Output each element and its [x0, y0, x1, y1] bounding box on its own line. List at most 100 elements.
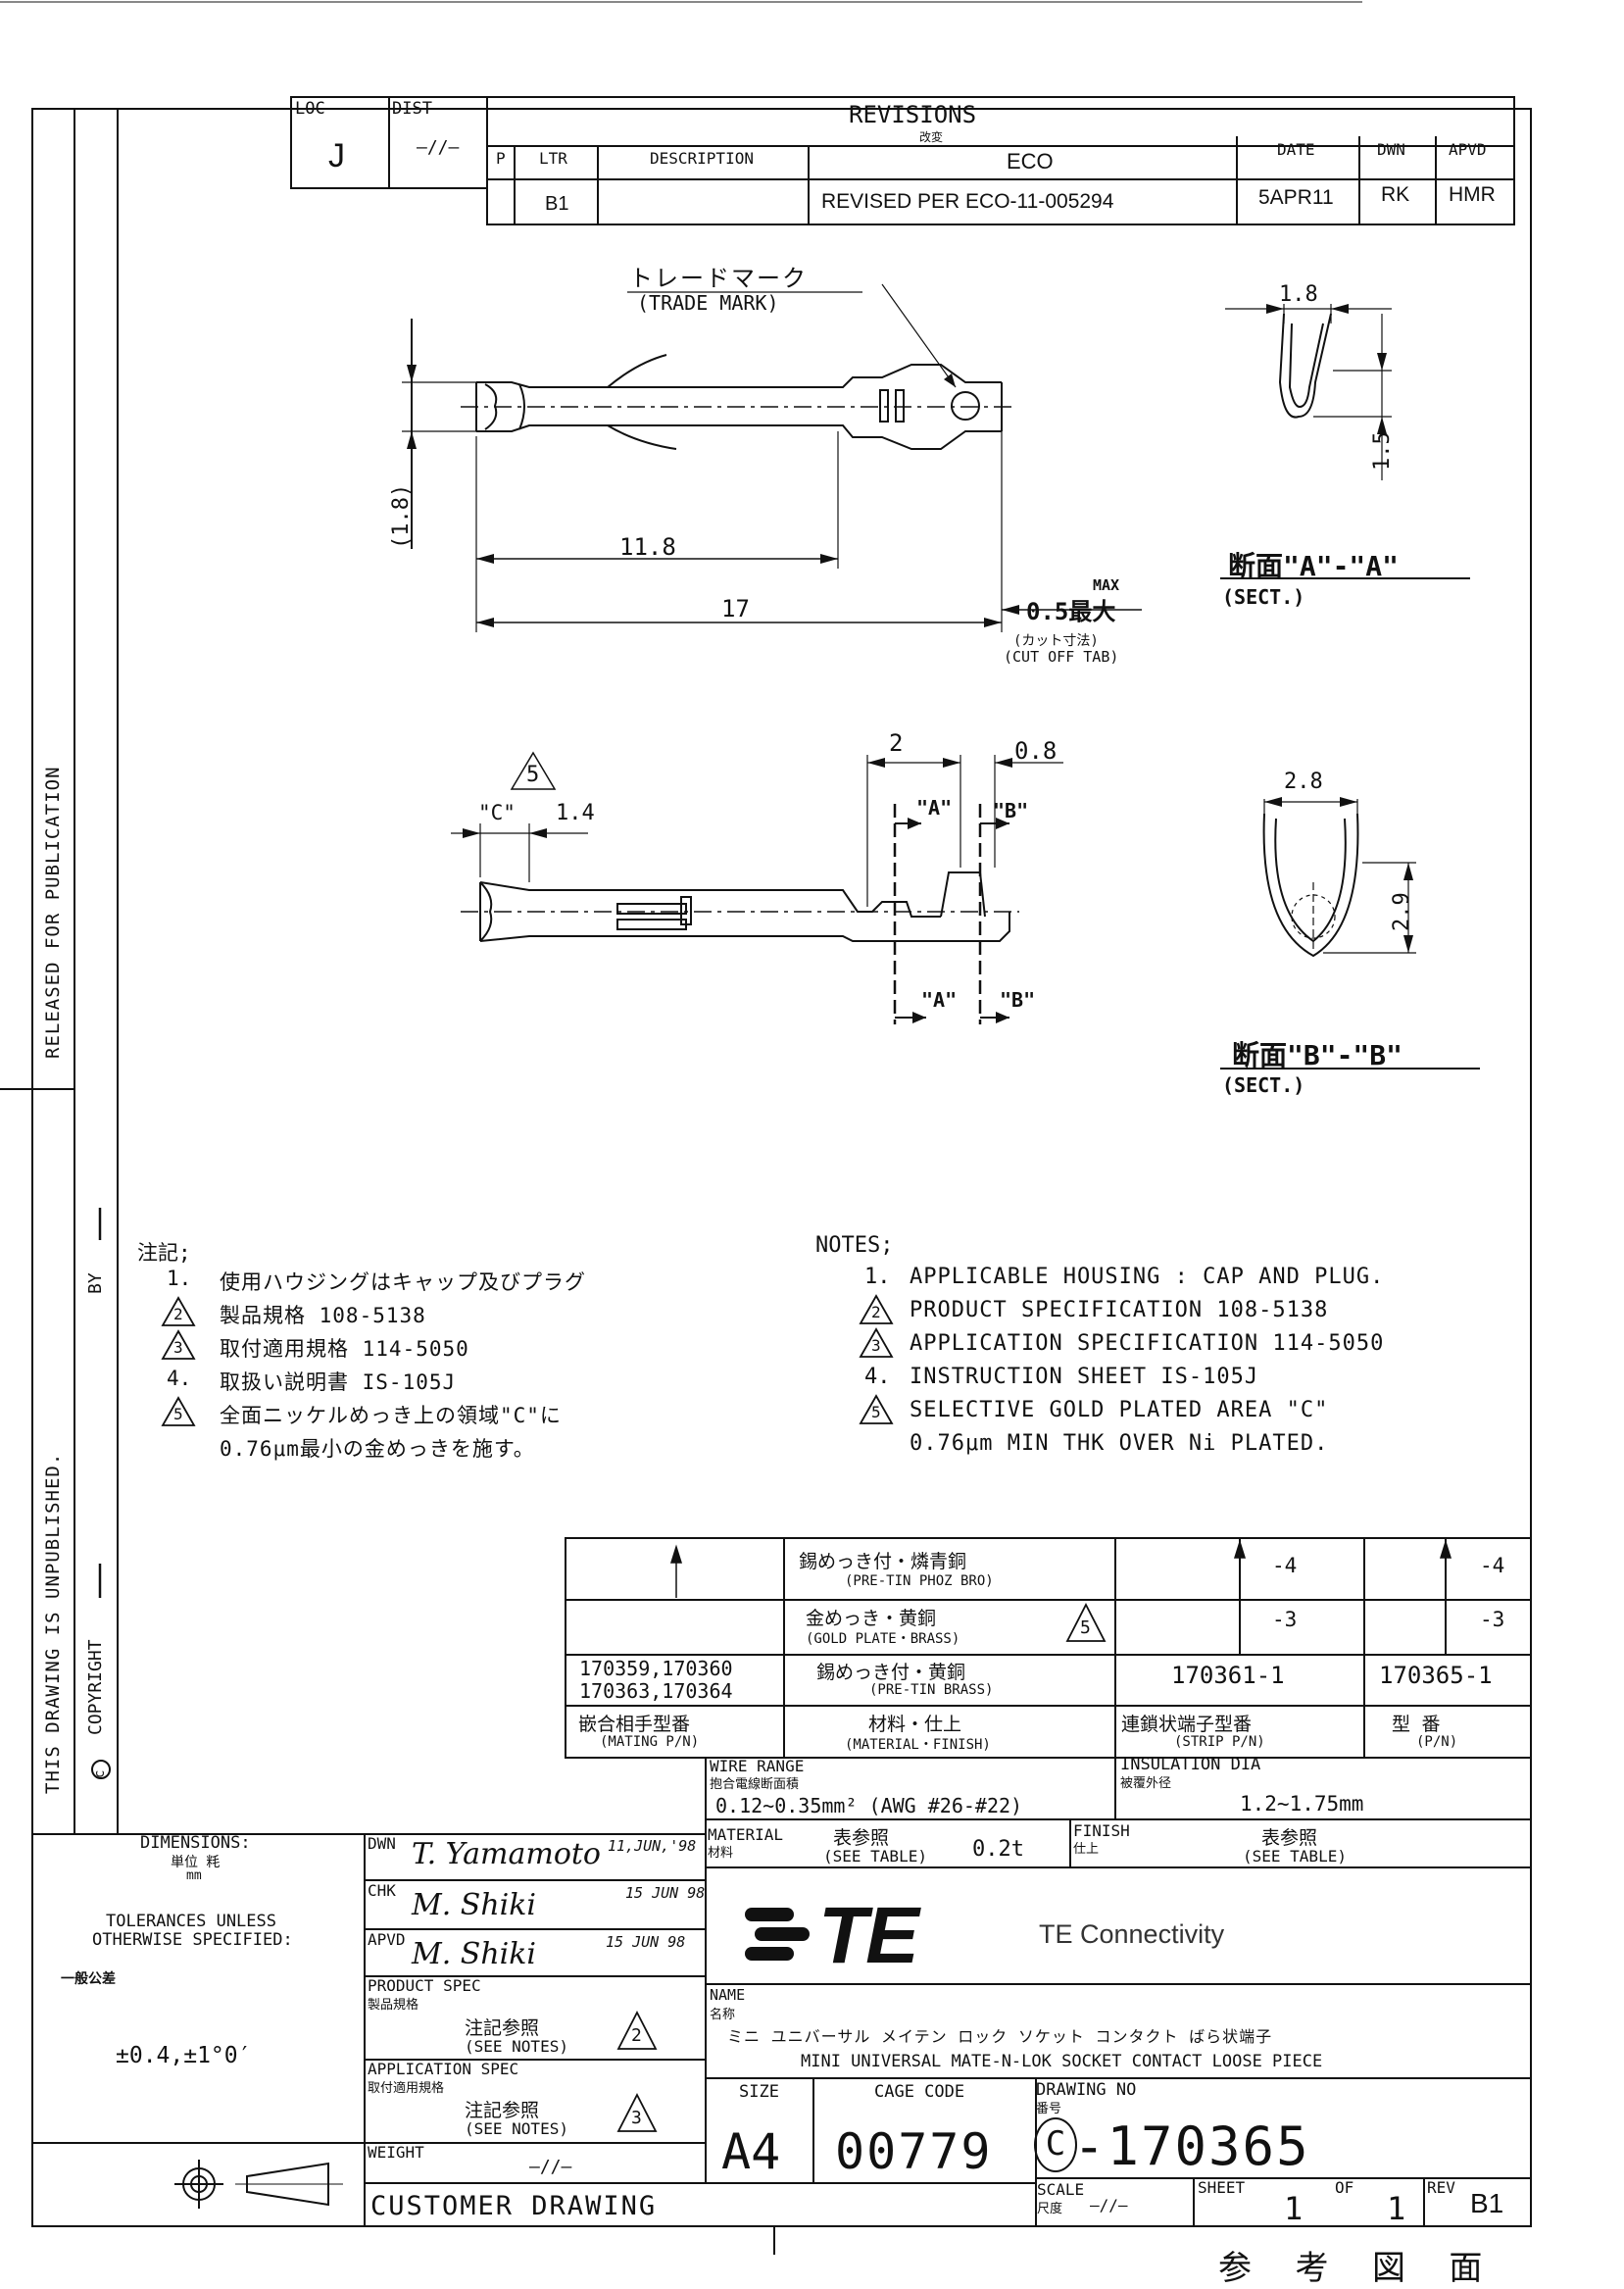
note-triangle-icon — [161, 1329, 196, 1360]
rev-value: B1 — [1470, 2188, 1504, 2218]
row3-mating-a: 170359,170360 — [579, 1657, 733, 1680]
contact-side-view — [461, 354, 1014, 450]
finish-value: (SEE TABLE) — [1243, 1847, 1347, 1866]
product-spec-triangle-label: 2 — [631, 2025, 642, 2046]
note-text: 製品規格 108-5138 — [220, 1304, 426, 1327]
application-see-notes: (SEE NOTES) — [465, 2119, 568, 2138]
weight-value: —//— — [529, 2157, 572, 2177]
row2-triangle-label: 5 — [1080, 1617, 1091, 1638]
hdr-pn-en: (P/N) — [1416, 1734, 1458, 1750]
product-spec-jp: 製品規格 — [368, 1998, 419, 2013]
col-eco: ECO — [1007, 149, 1054, 174]
unit: mm — [186, 1868, 202, 1883]
product-notes-ref-jp: 注記参照 — [465, 2017, 540, 2039]
note-triangle-icon — [859, 1294, 894, 1324]
note-number: 4. — [167, 1367, 192, 1390]
product-name-jp: ミニ ユニバーサル メイテン ロック ソケット コンタクト ばら状端子 — [727, 2027, 1273, 2046]
sheet-value: 1 — [1284, 2190, 1304, 2227]
col-ltr: LTR — [539, 149, 567, 168]
application-notes-ref-jp: 注記参照 — [465, 2100, 540, 2121]
sect-b-top-dim: 2.8 — [1284, 770, 1323, 794]
note-triangle-icon — [859, 1327, 894, 1358]
dim-11-8: 11.8 — [619, 533, 676, 561]
product-name-en: MINI UNIVERSAL MATE-N-LOK SOCKET CONTACT… — [801, 2052, 1323, 2071]
col-p: P — [496, 149, 506, 168]
finish-jp: 仕上 — [1073, 1842, 1100, 1857]
sect-a-side-dim: 1.5 — [1370, 431, 1395, 471]
unpublished-notice: THIS DRAWING IS UNPUBLISHED. — [42, 1452, 64, 1794]
hdr-strip-jp: 連鎖状端子型番 — [1121, 1714, 1253, 1735]
note-text: 使用ハウジングはキャップ及びプラグ — [220, 1270, 586, 1294]
row2-pn: -3 — [1480, 1608, 1505, 1631]
section-b-b — [1220, 799, 1480, 1070]
name-jp-label: 名称 — [710, 2008, 736, 2022]
col-description: DESCRIPTION — [650, 149, 754, 168]
drawing-no: -170365 — [1073, 2115, 1310, 2177]
hdr-mating-jp: 嵌合相手型番 — [578, 1714, 691, 1735]
label-b-top: "B" — [993, 799, 1029, 822]
note-number: 1. — [167, 1267, 192, 1290]
sect-a-top-dim: 1.8 — [1279, 282, 1318, 307]
sheet-label: SHEET — [1198, 2178, 1246, 2197]
material-label: MATERIAL — [708, 1825, 784, 1844]
row1-material-en: (PRE-TIN PHOZ BRO) — [845, 1573, 994, 1589]
row2-triangle-icon — [1065, 1603, 1107, 1642]
notes-en-title: NOTES; — [815, 1233, 894, 1258]
tolerances-label: TOLERANCES UNLESS — [106, 1912, 276, 1931]
note-text: 全面ニッケルめっき上の領域"C"に — [220, 1404, 562, 1427]
note-text: INSTRUCTION SHEET IS-105J — [910, 1365, 1259, 1389]
sect-b-sub: (SECT.) — [1222, 1073, 1305, 1097]
row3-material-jp: 錫めっき付・黄銅 — [816, 1662, 966, 1683]
dist-value: —//— — [417, 137, 460, 158]
note-triangle-icon — [161, 1396, 196, 1426]
rev-dwn: RK — [1381, 183, 1410, 206]
sect-b-title: 断面"B"-"B" — [1232, 1039, 1403, 1071]
hdr-material-en: (MATERIAL・FINISH) — [845, 1737, 991, 1753]
material-value: (SEE TABLE) — [823, 1847, 927, 1866]
note-text: SELECTIVE GOLD PLATED AREA "C" — [910, 1398, 1329, 1422]
tolerance-value: ±0.4,±1°0′ — [116, 2043, 252, 2068]
product-spec-triangle-icon — [616, 2011, 658, 2050]
dim-1-8-paren: (1.8) — [389, 483, 414, 549]
dwn-label: DWN — [368, 1834, 396, 1853]
sect-a-title: 断面"A"-"A" — [1228, 550, 1400, 582]
wire-range-jp: 抱合電線断面積 — [710, 1777, 800, 1792]
reference-drawing-stamp: 参 考 図 面 — [1218, 2249, 1495, 2288]
note-triangle-icon — [859, 1394, 894, 1424]
dim-1-4: 1.4 — [556, 801, 595, 825]
note-triangle-label: 2 — [871, 1303, 881, 1321]
product-spec-label: PRODUCT SPEC — [368, 1976, 481, 1995]
company-name: TE Connectivity — [1039, 1919, 1225, 1949]
insulation-jp: 被覆外径 — [1120, 1776, 1172, 1791]
projection-symbol — [174, 2160, 343, 2209]
product-see-notes: (SEE NOTES) — [465, 2037, 568, 2056]
label-a-top: "A" — [916, 796, 953, 820]
note-triangle-label: 2 — [173, 1305, 183, 1323]
wire-range-label: WIRE RANGE — [710, 1757, 805, 1775]
name-label: NAME — [710, 1986, 746, 2004]
rev-description: REVISED PER ECO-11-005294 — [821, 190, 1114, 213]
dimensions-label: DIMENSIONS: — [140, 1833, 251, 1853]
size-value: A4 — [721, 2123, 781, 2180]
loc-label: LOC — [295, 99, 325, 119]
by-label: BY — [85, 1272, 106, 1294]
note-text: APPLICABLE HOUSING : CAP AND PLUG. — [910, 1265, 1385, 1289]
copyright-label: COPYRIGHT — [85, 1639, 106, 1735]
cut-off-jp: (カット寸法) — [1013, 633, 1099, 649]
note-triangle-label: 5 — [871, 1403, 881, 1421]
note-text: APPLICATION SPECIFICATION 114-5050 — [910, 1331, 1385, 1356]
trade-mark-jp: トレードマーク — [629, 265, 808, 292]
insulation-label: INSULATION DIA — [1120, 1755, 1261, 1774]
finish-value-jp: 表参照 — [1261, 1827, 1318, 1849]
note-triangle-label: 3 — [871, 1336, 881, 1355]
section-a-a — [1220, 304, 1470, 579]
thickness: 0.2t — [972, 1837, 1024, 1862]
note-text: 0.76μm最小の金めっきを施す。 — [220, 1437, 535, 1461]
sect-a-sub: (SECT.) — [1222, 585, 1305, 609]
note-triangle-label: 3 — [173, 1338, 183, 1357]
apvd-date: 15 JUN 98 — [606, 1933, 686, 1951]
rev-label: REV — [1427, 2178, 1455, 2197]
note-text: 取扱い説明書 IS-105J — [220, 1370, 457, 1394]
row3-strip: 170361-1 — [1171, 1662, 1285, 1689]
drawing-no-label: DRAWING NO — [1036, 2080, 1137, 2100]
